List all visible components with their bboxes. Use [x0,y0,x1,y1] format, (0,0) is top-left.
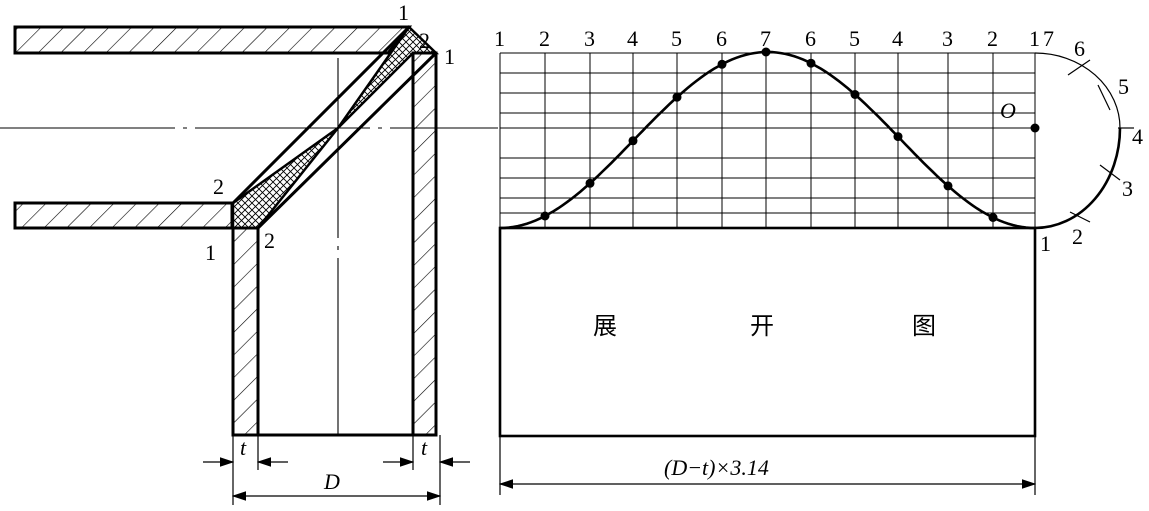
top-label: 3 [942,26,953,51]
top-wall-section [13,25,413,55]
top-label: 6 [716,26,727,51]
auxiliary-semicircle-lower [1034,127,1122,230]
center-label: O [1000,98,1016,123]
curve-point [988,213,998,222]
top-label: 4 [627,26,638,51]
curve-point [672,92,682,102]
width-dimension-label: (D−t)×3.14 [664,455,769,480]
curve-point [585,178,595,188]
thickness-label-left: t [240,435,247,460]
arc-label: 3 [1122,176,1133,201]
label-top-inner: 2 [419,28,430,53]
top-label-suffix: 7 [1043,26,1054,51]
curve-point [943,181,953,191]
arc-label: 4 [1132,124,1143,149]
top-label: 5 [849,26,860,51]
label-right-top: 1 [444,44,455,69]
title-char-1: 展 [593,312,617,340]
top-label: 1 [494,26,505,51]
arc-label: 5 [1118,74,1129,99]
left-wall-section [231,226,260,437]
diameter-label: D [323,469,340,494]
curve-point [717,59,727,69]
development-rectangle [498,226,1037,438]
top-label: 1 [1029,26,1040,51]
construction-grid [499,52,1036,229]
top-label: 6 [805,26,816,51]
top-label: 4 [892,26,903,51]
top-label: 3 [584,26,595,51]
intersection-curve [499,50,1036,230]
curve-point [540,211,550,221]
right-wall-section [411,51,438,437]
curve-points [540,47,998,222]
curve-point [850,90,860,99]
top-label: 5 [671,26,682,51]
title-char-2: 开 [750,312,774,340]
title-char-3: 图 [912,312,936,340]
center-point-o [1030,123,1040,133]
curve-point [761,47,771,57]
curve-point [806,58,816,68]
miter-wedge-lower [231,126,339,230]
curve-point [893,132,903,142]
arc-label: 6 [1074,36,1085,61]
label-bottom-inner: 2 [264,228,275,253]
miter-wedge-upper [336,25,440,129]
curve-point [628,136,638,146]
arc-division-labels: 6 54 3 2 [1072,36,1143,249]
arc-label: 2 [1072,224,1083,249]
label-top-outer: 1 [398,0,409,25]
top-label: 2 [539,26,550,51]
top-label: 2 [987,26,998,51]
auxiliary-semicircle [1034,52,1121,129]
bottom-wall-section [13,201,234,230]
top-label: 7 [760,26,771,51]
thickness-label-right: t [421,435,428,460]
label-left-outer: 1 [205,240,216,265]
label-left-inner: 2 [213,174,224,199]
corner-label: 1 [1040,231,1051,256]
elbow-section-view: 1 2 1 2 1 2 t t D [0,0,498,505]
